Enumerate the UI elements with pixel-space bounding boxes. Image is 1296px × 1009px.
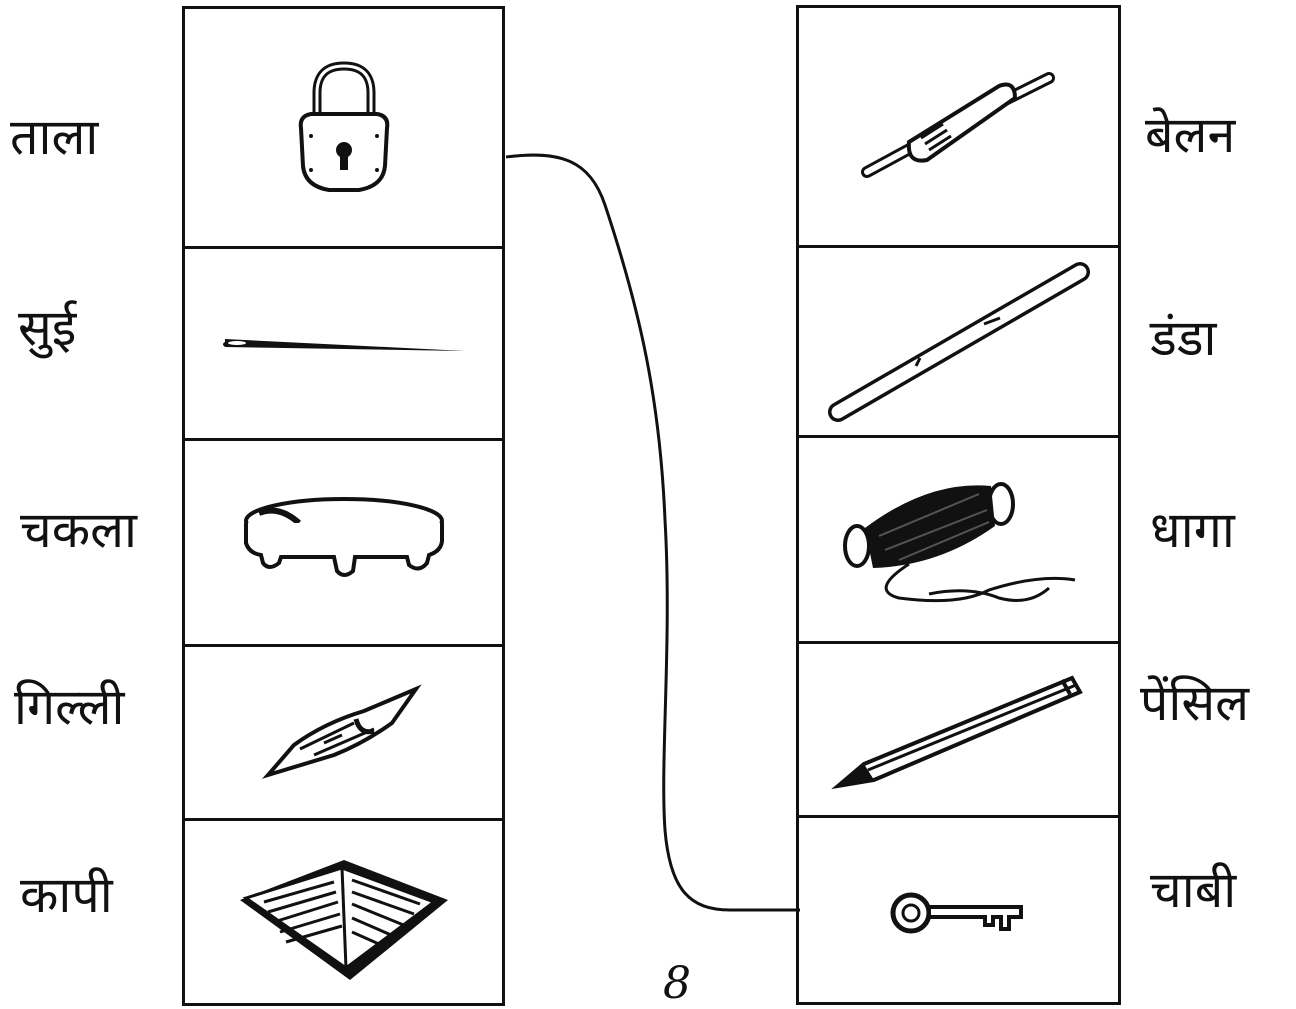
left-word-gilli: गिल्ली xyxy=(14,682,125,732)
right-cell-stick[interactable] xyxy=(799,248,1118,438)
left-word-sui: सुई xyxy=(18,303,76,353)
right-cell-thread-spool[interactable] xyxy=(799,438,1118,644)
right-word-danda: डंडा xyxy=(1150,313,1216,363)
right-word-belan: बेलन xyxy=(1145,110,1235,160)
left-cell-chakla[interactable] xyxy=(185,441,502,647)
right-word-dhaga: धागा xyxy=(1150,505,1235,555)
notebook-icon xyxy=(234,840,454,990)
left-word-chakla: चकला xyxy=(20,505,137,555)
right-cell-pencil[interactable] xyxy=(799,644,1118,818)
right-cell-rolling-pin[interactable] xyxy=(799,8,1118,248)
key-icon xyxy=(889,883,1029,943)
right-cell-key[interactable] xyxy=(799,818,1118,1008)
chakla-board-icon xyxy=(239,493,449,593)
gilli-icon xyxy=(264,683,424,783)
left-word-tala: ताला xyxy=(10,112,98,162)
right-word-pencil: पेंसिल xyxy=(1140,678,1249,728)
rolling-pin-icon xyxy=(859,72,1059,182)
connector-tala-to-chabi xyxy=(506,155,800,910)
right-word-chabi: चाबी xyxy=(1150,865,1236,915)
left-cell-notebook[interactable] xyxy=(185,821,502,1009)
left-cell-needle[interactable] xyxy=(185,249,502,441)
needle-icon xyxy=(219,329,469,359)
page-number: 8 xyxy=(663,962,691,1006)
thread-spool-icon xyxy=(839,470,1079,610)
left-cell-gilli[interactable] xyxy=(185,647,502,821)
padlock-icon xyxy=(289,58,399,198)
right-picture-column xyxy=(796,5,1121,1005)
left-picture-column xyxy=(182,6,505,1006)
stick-icon xyxy=(824,262,1094,422)
left-cell-padlock[interactable] xyxy=(185,9,502,249)
pencil-icon xyxy=(834,670,1084,790)
left-word-kapi: कापी xyxy=(20,870,113,920)
